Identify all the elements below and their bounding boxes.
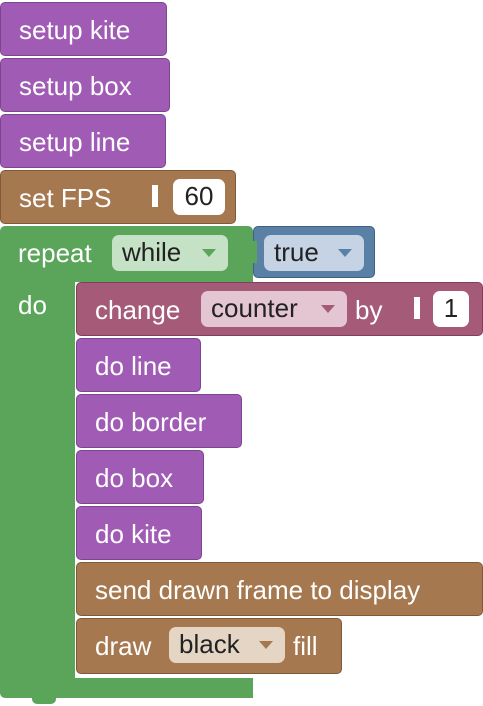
- block-repeat-while[interactable]: repeat while: [0, 226, 253, 282]
- fps-value-field[interactable]: 60: [173, 179, 225, 215]
- block-label: setup line: [19, 127, 131, 157]
- block-label: do border: [95, 407, 207, 437]
- loop-body-arm: do: [0, 280, 75, 680]
- block-label: do kite: [95, 519, 172, 549]
- block-setup-box[interactable]: setup box: [0, 58, 170, 112]
- block-label: do line: [95, 351, 172, 381]
- block-label: draw: [95, 631, 152, 661]
- color-dropdown[interactable]: black: [169, 627, 285, 663]
- block-label: change: [95, 295, 181, 325]
- dropdown-value: counter: [211, 293, 298, 323]
- block-send-frame[interactable]: send drawn frame to display: [76, 562, 483, 616]
- block-do-box[interactable]: do box: [76, 450, 204, 504]
- block-do-line[interactable]: do line: [76, 338, 201, 392]
- dropdown-value: black: [179, 629, 240, 659]
- amount-value-field[interactable]: 1: [433, 291, 469, 327]
- input-socket: [152, 185, 158, 207]
- block-draw-fill[interactable]: draw black fill: [76, 618, 342, 674]
- block-do-border[interactable]: do border: [76, 394, 242, 448]
- block-label: setup kite: [19, 15, 131, 45]
- block-label: setup box: [19, 71, 132, 101]
- dropdown-arrow-icon: [321, 305, 335, 313]
- block-change-variable[interactable]: change counter by 1: [76, 282, 483, 336]
- input-socket: [249, 241, 257, 263]
- do-label: do: [18, 290, 47, 320]
- block-setup-kite[interactable]: setup kite: [0, 2, 167, 56]
- boolean-dropdown[interactable]: true: [264, 235, 364, 271]
- dropdown-value: true: [274, 237, 319, 267]
- dropdown-arrow-icon: [202, 249, 216, 257]
- bottom-connector: [32, 696, 56, 704]
- block-label: set FPS: [19, 183, 112, 213]
- block-do-kite[interactable]: do kite: [76, 506, 202, 560]
- block-setup-line[interactable]: setup line: [0, 114, 166, 168]
- loop-mode-dropdown[interactable]: while: [112, 235, 228, 271]
- input-socket: [414, 297, 420, 319]
- fill-label: fill: [293, 631, 318, 661]
- block-label: repeat: [18, 238, 92, 268]
- block-set-fps[interactable]: set FPS 60: [0, 170, 236, 224]
- block-label: send drawn frame to display: [95, 575, 421, 605]
- dropdown-value: while: [122, 237, 182, 267]
- variable-dropdown[interactable]: counter: [201, 291, 347, 327]
- block-logic-boolean[interactable]: true: [249, 226, 375, 278]
- loop-bottom-bar: [0, 678, 253, 698]
- by-label: by: [355, 295, 383, 325]
- dropdown-arrow-icon: [338, 249, 352, 257]
- dropdown-arrow-icon: [259, 641, 273, 649]
- block-label: do box: [95, 463, 174, 493]
